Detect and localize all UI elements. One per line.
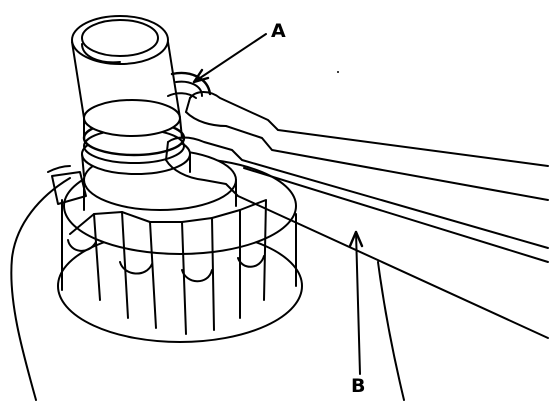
callout-a-arrow (192, 33, 267, 84)
callout-b-arrow (348, 230, 364, 375)
snap-ring-pliers (165, 91, 549, 339)
housing (10, 165, 405, 401)
callout-label-a: A (271, 20, 286, 42)
armature-shaft (71, 15, 191, 177)
callout-label-b: B (351, 375, 366, 397)
